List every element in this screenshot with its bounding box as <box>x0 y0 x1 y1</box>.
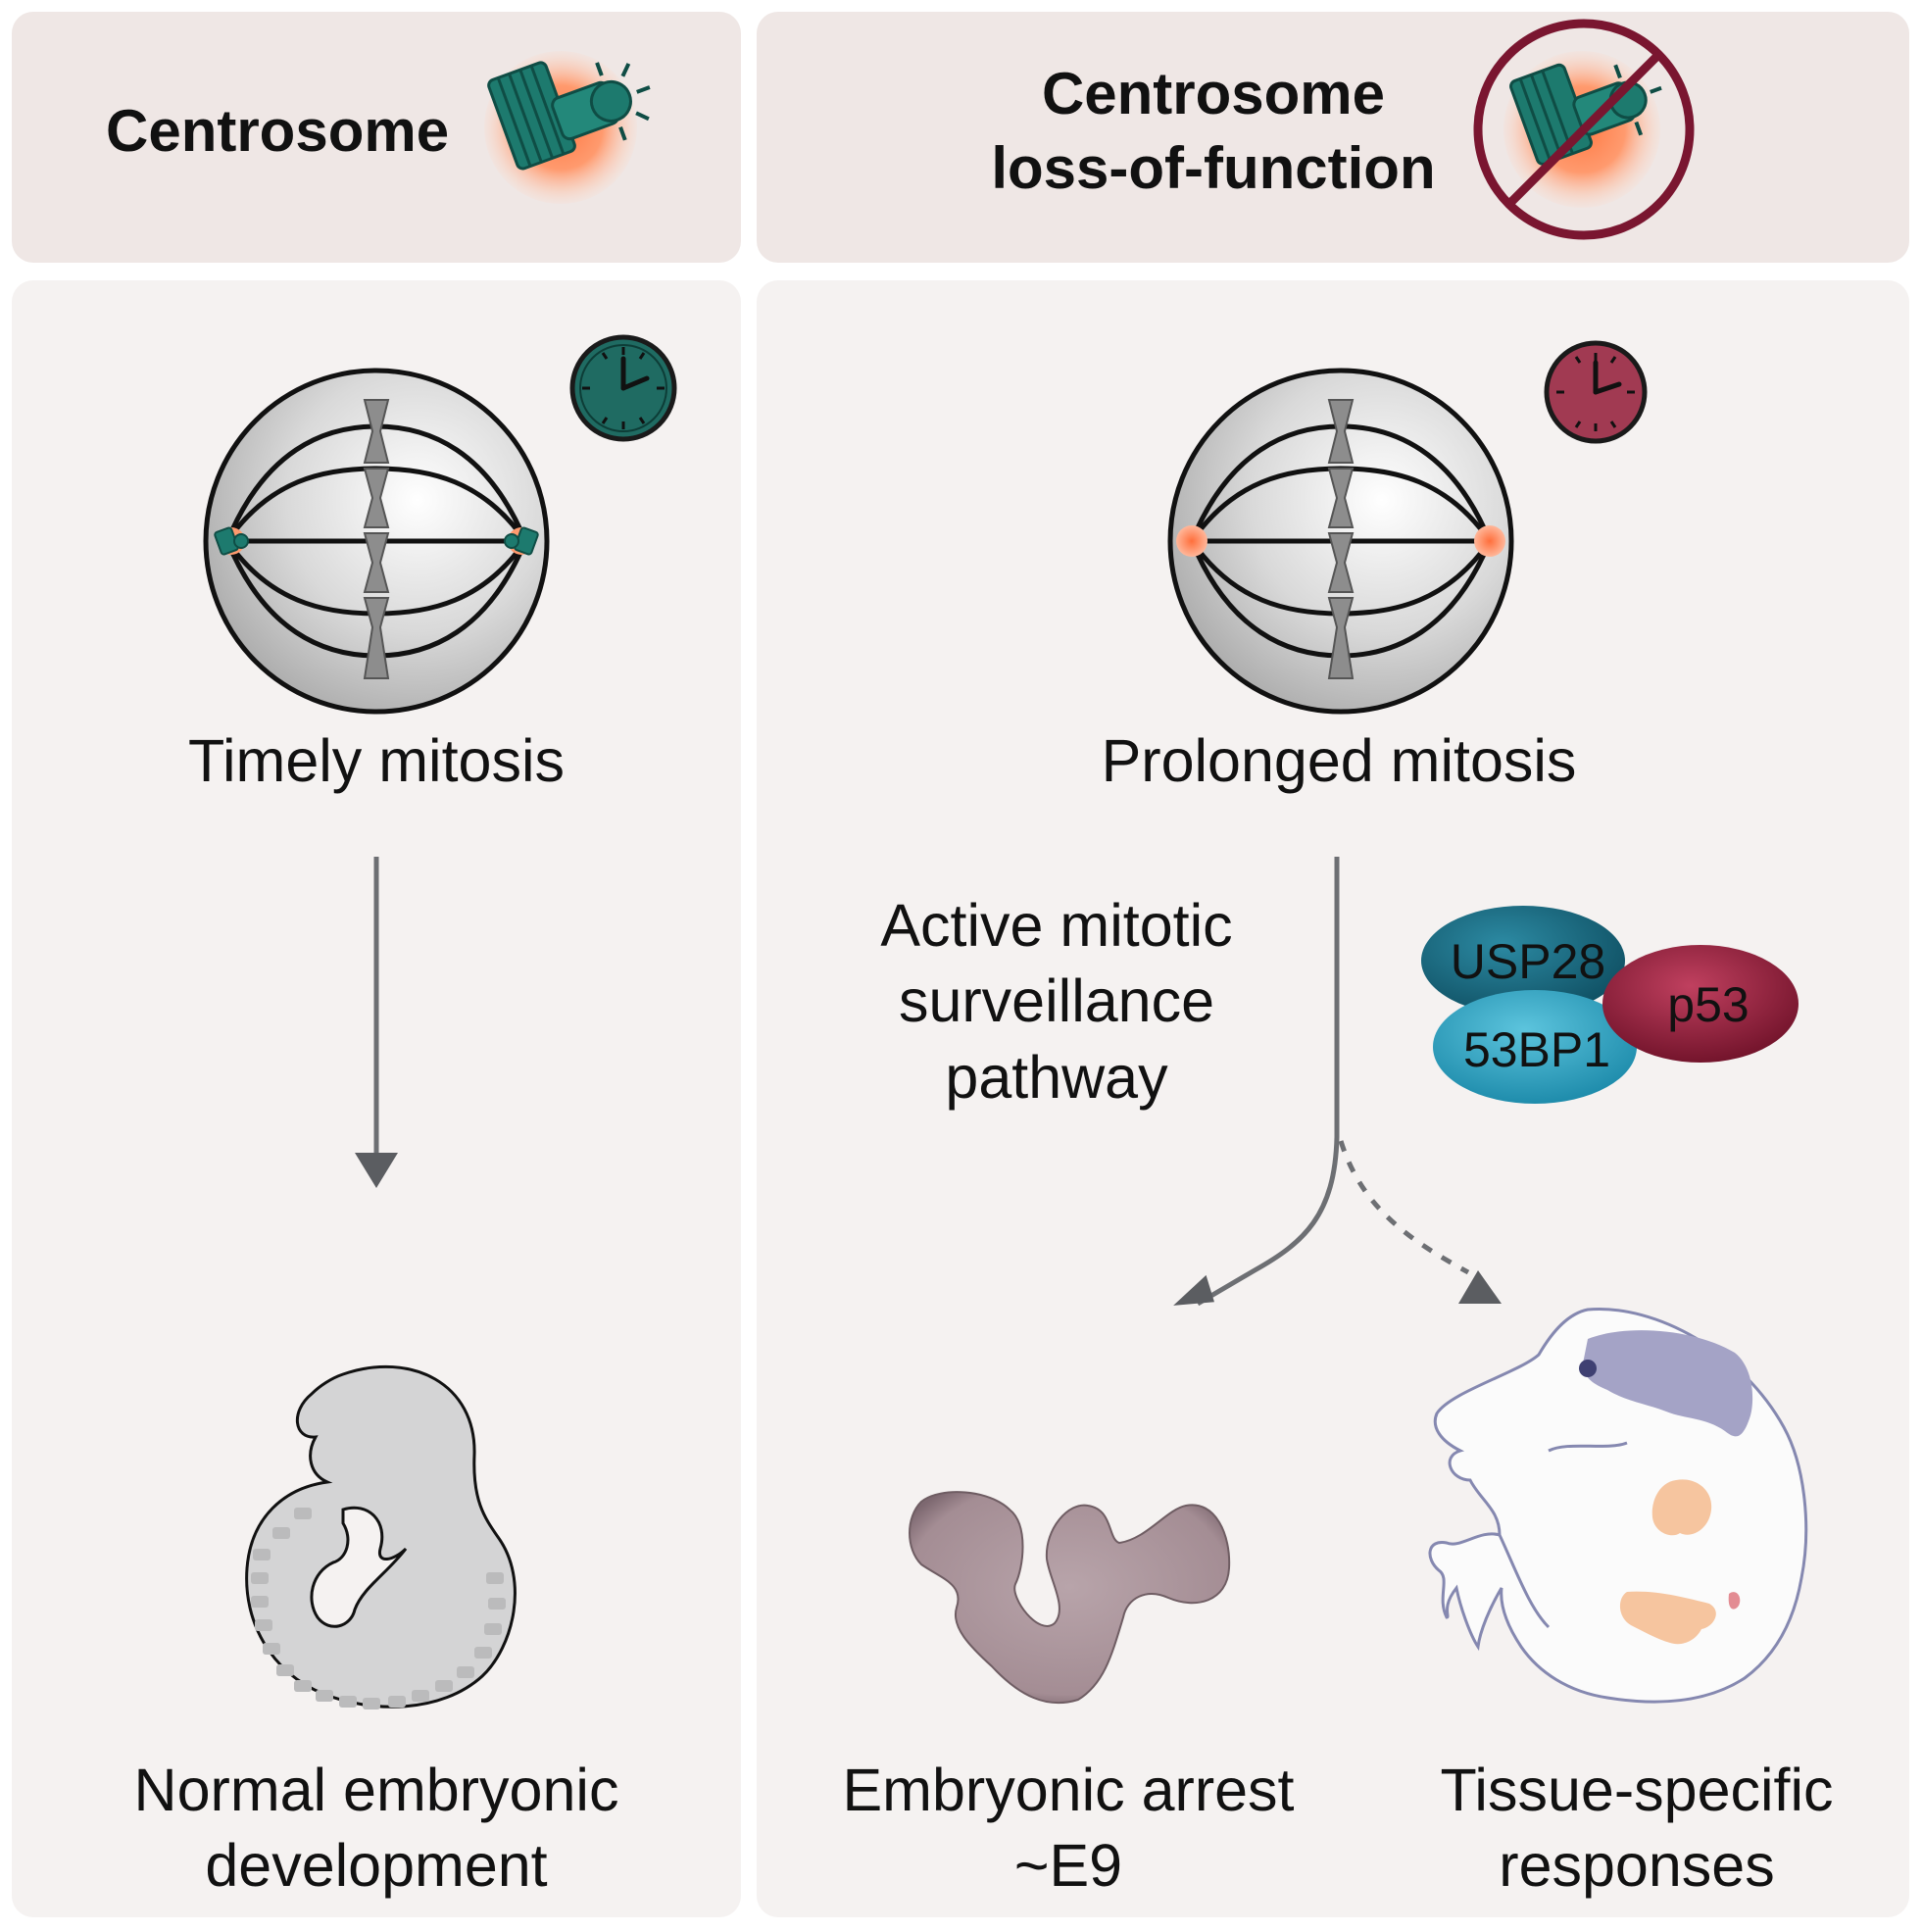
normal-embryo-image <box>245 1364 517 1709</box>
clock-icon-red <box>1544 340 1648 444</box>
centrosome-loss-icon <box>1473 19 1695 240</box>
tissue-specific-line1: Tissue-specific <box>1440 1757 1834 1823</box>
53bp1-label: 53BP1 <box>1462 1022 1611 1077</box>
prolonged-mitosis-label: Prolonged mitosis <box>1101 727 1577 794</box>
p53-label: p53 <box>1667 977 1750 1032</box>
somite-marks <box>251 1508 506 1709</box>
left-header-title: Centrosome <box>106 98 450 164</box>
mitotic-cell-prolonged <box>1167 368 1514 715</box>
tissue-specific-label: Tissue-specific responses <box>1372 1753 1901 1905</box>
pathway-label: Active mitotic surveillance pathway <box>851 888 1262 1115</box>
arrow-branch <box>1173 857 1502 1307</box>
clock-icon-teal <box>569 334 677 442</box>
centrosome-icon <box>484 51 651 204</box>
embryonic-arrest-line1: Embryonic arrest <box>842 1757 1295 1823</box>
usp28-label: USP28 <box>1450 934 1606 989</box>
timely-mitosis-label: Timely mitosis <box>187 727 566 794</box>
tissue-specific-line2: responses <box>1499 1832 1775 1900</box>
normal-development-line2: development <box>205 1832 548 1900</box>
protein-complex <box>1421 906 1799 1104</box>
right-header-line1: Centrosome <box>1041 61 1386 126</box>
arrow-to-normal-development <box>355 857 398 1188</box>
pathway-line2: surveillance <box>898 967 1215 1035</box>
arrested-embryo-image <box>909 1491 1231 1705</box>
embryonic-arrest-line2: ~E9 <box>1013 1832 1123 1900</box>
embryonic-arrest-label: Embryonic arrest ~E9 <box>804 1753 1333 1905</box>
tissue-specific-embryo-image <box>1428 1308 1808 1704</box>
pathway-line1: Active mitotic <box>880 892 1233 959</box>
right-header-panel <box>757 12 1909 263</box>
mitotic-cell-timely <box>203 368 550 715</box>
right-header-title: Centrosome loss-of-function <box>949 57 1478 206</box>
right-header-line2: loss-of-function <box>991 135 1436 202</box>
normal-development-label: Normal embryonic development <box>82 1753 670 1905</box>
pathway-line3: pathway <box>945 1043 1168 1111</box>
normal-development-line1: Normal embryonic <box>133 1757 619 1823</box>
